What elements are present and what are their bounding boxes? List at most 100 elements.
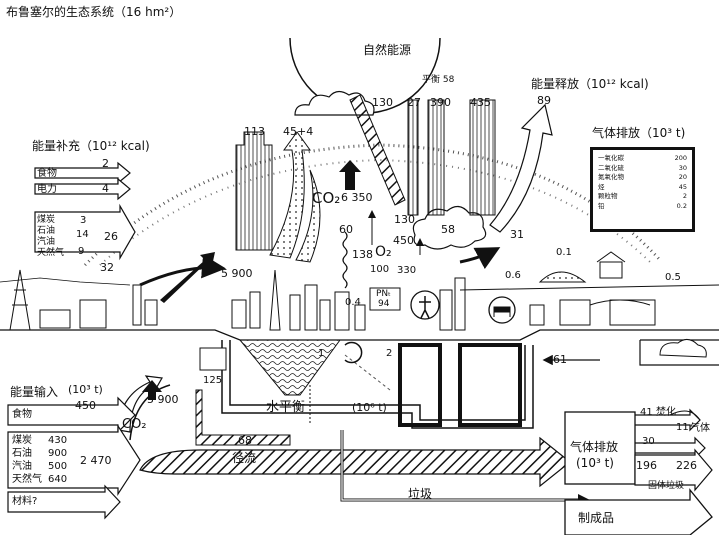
solar-arrow-390 [428,100,444,215]
runoff-label: 径流 [232,452,256,464]
value-68: 68 [238,435,252,446]
solar-value-27: 27 [407,97,421,108]
value-30: 30 [642,437,655,447]
input-food-value: 450 [75,400,96,411]
supply-food-value: 2 [102,158,109,169]
cloud-icon [660,339,706,357]
supply-food-name: 食物 [37,169,57,179]
solar-value-130: 130 [372,97,393,108]
input-food-name: 食物 [12,410,32,420]
value-61: 61 [553,354,567,365]
input-oil-name: 石油 [12,449,32,459]
value-450: 450 [393,235,414,246]
value-0-5: 0.5 [665,273,681,283]
solar-value-435: 435 [470,97,491,108]
solar-arrow-27 [408,100,418,215]
solar-arrow-435 [470,100,495,215]
input-coal-value: 430 [48,436,67,446]
pn-label: PNₜ [376,290,391,299]
co2-label: CO₂ [312,191,340,206]
natural-energy-label: 自然能源 [363,44,411,56]
energy-input-unit: (10³ t) [68,384,103,395]
value-60: 60 [339,224,353,235]
value-5900: 5 900 [221,268,253,279]
input-fuel-total: 2 470 [80,455,112,466]
gas-emission-bottom-unit: (10³ t) [576,457,614,469]
value-0-6: 0.6 [505,271,521,281]
incinerate-label: 焚化 [656,408,676,418]
input-gasoline-name: 汽油 [12,462,32,472]
haze-dome [85,145,660,265]
supply-oil-name: 石油 [37,227,55,236]
oxygen-coil [343,232,347,288]
value-330: 330 [397,266,416,276]
input-gas-name: 天然气 [12,475,42,485]
import-arrow [160,252,215,303]
hill-icon [540,272,585,282]
water-balance-label: 水平衡 [266,401,305,414]
energy-supply-label: 能量补充（10¹² kcal) [32,140,150,152]
input-co2-label: CO₂ [122,418,147,431]
supply-coal-value: 3 [80,216,86,226]
value-31: 31 [510,229,524,240]
heat-arrow-45 [270,132,310,258]
solar-value-390: 390 [430,97,451,108]
value-226: 226 [676,460,697,471]
water-balance-unit: (10⁶ t) [352,402,387,413]
value-1: 1 [318,349,324,359]
co2-up-arrow [339,160,361,190]
solid-waste-label: 固体垃圾 [648,482,684,491]
value-130-bottom: 130 [394,214,415,225]
input-gas-value: 640 [48,475,67,485]
value-0-1: 0.1 [556,248,572,258]
page-title: 布鲁塞尔的生态系统（16 hm²） [6,6,181,18]
value-125: 125 [203,376,222,386]
value-6350: 6 350 [341,192,373,203]
supply-power-value: 4 [102,183,109,194]
value-0-4: 0.4 [345,298,361,308]
supply-total: 32 [100,262,114,273]
value-58: 58 [441,224,455,235]
energy-input-label: 能量输入 [10,386,58,398]
input-gasoline-value: 500 [48,462,67,472]
ground-line [0,330,719,340]
supply-coal-name: 煤炭 [37,216,55,225]
value-45-4: 45+4 [283,126,313,137]
city-skyline [40,270,465,330]
energy-release-label: 能量释放（10¹² kcal) [531,78,649,90]
energy-release-value: 89 [537,95,551,106]
gas-emission-top-label: 气体排放（10³ t) [592,127,685,139]
house-icon [600,262,622,278]
pn-value: 94 [378,300,389,309]
balance-label: 平衡 58 [422,76,454,85]
supply-oil-value: 14 [76,230,89,240]
value-2: 2 [386,349,392,359]
supply-power-name: 电力 [37,185,57,195]
value-113: 113 [244,126,265,137]
garbage-label: 垃圾 [408,488,432,500]
input-value-5900: 5 900 [147,394,179,405]
value-138: 138 [352,249,373,260]
heat-arrow-113 [236,132,272,250]
cycle-arrow [345,343,362,363]
products-label: 制成品 [578,512,614,524]
supply-fuel-total: 26 [104,231,118,242]
supply-gasoline-name: 汽油 [37,238,55,247]
energy-release-arrow [490,105,552,232]
supply-gas-value: 9 [78,247,84,257]
value-196: 196 [636,460,657,471]
input-coal-name: 煤炭 [12,436,32,446]
supply-gas-name: 天然气 [37,249,64,258]
water-basin [240,340,340,395]
value-11: 11 [676,423,689,433]
gas-label: 气体 [690,424,710,434]
input-materials: 材料? [12,497,37,507]
gas-emission-bottom-label: 气体排放 [570,441,618,453]
value-41: 41 [640,408,653,418]
